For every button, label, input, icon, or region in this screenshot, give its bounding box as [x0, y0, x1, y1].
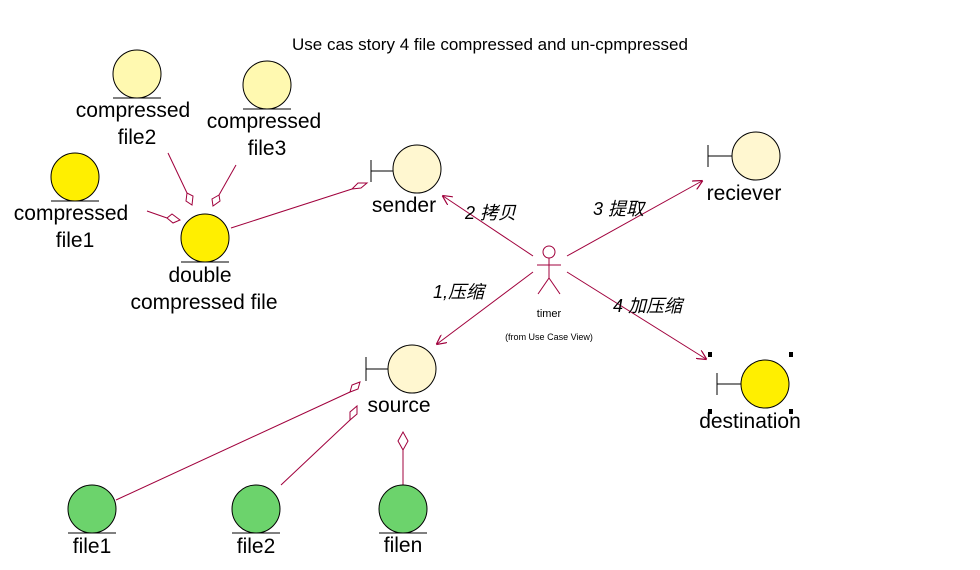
entity-label: file2 [118, 126, 157, 149]
link-double-sender [230, 188, 353, 229]
message-link-source [437, 271, 534, 344]
boundary-circle [731, 131, 781, 181]
entity-circle [231, 484, 281, 534]
entity-circle [50, 152, 100, 202]
entity-label: file1 [56, 229, 95, 252]
entity-file1[interactable]: file1 [67, 484, 117, 558]
message-label-3: 3 提取 [593, 199, 646, 219]
link-file2-source [280, 419, 351, 486]
entity-circle [112, 49, 162, 99]
entity-label: double [168, 264, 231, 287]
message-link-reciever [566, 181, 702, 257]
entity-compressed-file3[interactable]: compressed file3 [207, 60, 321, 160]
boundary-sender[interactable]: sender [370, 144, 442, 217]
message-label-2: 2 拷贝 [464, 203, 517, 223]
actor-note: (from Use Case View) [505, 332, 593, 342]
entity-label: compressed [207, 110, 321, 133]
entity-file2[interactable]: file2 [231, 484, 281, 558]
boundary-reciever[interactable]: reciever [707, 131, 782, 205]
entity-circle [378, 484, 428, 534]
entity-label: file2 [237, 535, 276, 558]
selection-handle [708, 409, 712, 414]
boundary-circle [392, 144, 442, 194]
message-link-sender [443, 196, 534, 257]
selection-handle [789, 352, 793, 357]
entity-label: file3 [248, 137, 287, 160]
entity-label: compressed [14, 202, 128, 225]
aggregation-diamond [349, 404, 358, 422]
actor-leg-right [548, 277, 561, 295]
selection-handle [708, 352, 712, 357]
boundary-label: source [367, 394, 430, 417]
boundary-source[interactable]: source [365, 344, 437, 417]
link-file1-source [115, 391, 351, 501]
aggregation-diamond [211, 194, 221, 207]
aggregation-diamond [166, 213, 181, 224]
link-file2-double [167, 152, 188, 194]
entity-compressed-file1[interactable]: compressed file1 [14, 152, 128, 252]
boundary-circle [387, 344, 437, 394]
link-file3-double [218, 164, 237, 196]
message-link-destination [566, 271, 706, 359]
aggregation-diamond [185, 192, 194, 206]
boundary-label: destination [699, 410, 801, 433]
actor-leg-left [537, 277, 550, 295]
boundary-destination[interactable]: destination [699, 352, 801, 433]
boundary-circle [740, 359, 790, 409]
entity-filen[interactable]: filen [378, 484, 428, 557]
entity-double-compressed-file[interactable]: double compressed file [130, 213, 278, 314]
aggregation-diamond [349, 381, 361, 393]
message-links [437, 181, 706, 359]
aggregation-diamond [397, 430, 409, 452]
entity-label: file1 [73, 535, 112, 558]
actor-head [542, 245, 556, 259]
entity-label: filen [384, 534, 423, 557]
entity-circle [67, 484, 117, 534]
message-label-1: 1,压缩 [433, 282, 487, 302]
selection-handle [789, 409, 793, 414]
entity-circle [180, 213, 230, 263]
message-label-4: 4 加压缩 [613, 296, 685, 316]
boundary-label: sender [372, 194, 436, 217]
boundary-label: reciever [707, 182, 782, 205]
entity-label: compressed file [130, 291, 277, 314]
actor-name: timer [537, 308, 562, 320]
actor-timer[interactable] [537, 245, 561, 295]
diagram-title: Use cas story 4 file compressed and un-c… [292, 35, 688, 54]
aggregation-diamond [350, 182, 369, 190]
entity-label: compressed [76, 99, 190, 122]
aggregation-links [115, 152, 409, 501]
link-file1-double [146, 210, 168, 219]
entity-circle [242, 60, 292, 110]
entity-compressed-file2[interactable]: compressed file2 [76, 49, 190, 149]
